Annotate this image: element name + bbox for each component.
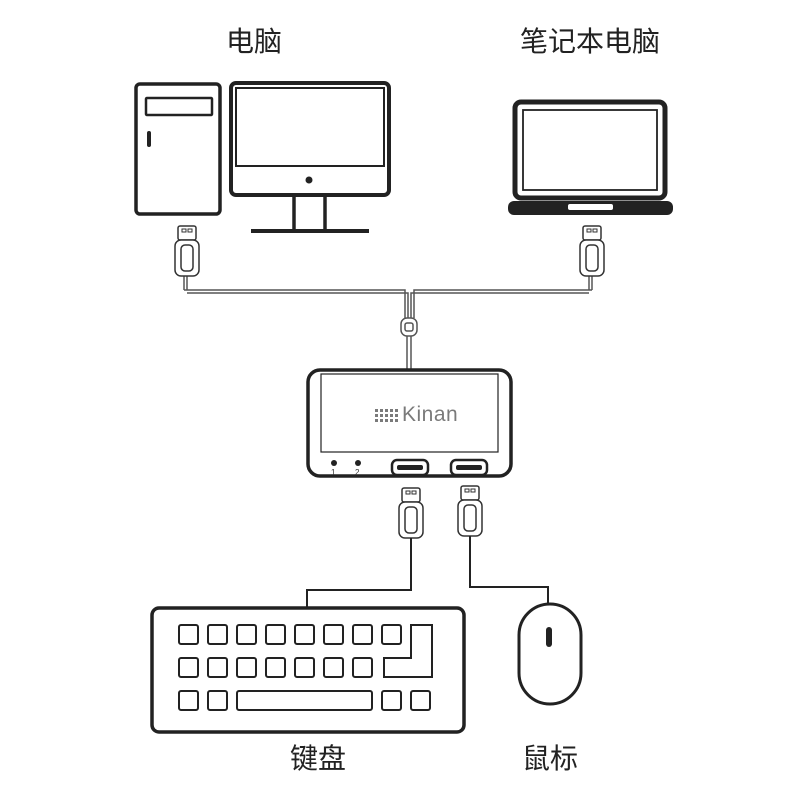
keyboard-label: 键盘 [290, 742, 347, 775]
usb-port-icon [390, 458, 430, 477]
port-2-led [355, 460, 361, 466]
usb-plug-icon [174, 225, 200, 277]
keyboard-icon [150, 606, 466, 734]
usb-plug-icon [579, 225, 605, 277]
desktop-label: 电脑 [226, 25, 283, 58]
laptop-label: 笔记本电脑 [520, 25, 661, 58]
brand-logo-icon [375, 409, 398, 422]
brand-name: Kinan [402, 403, 459, 426]
port-1-label: 1 [331, 468, 336, 477]
usb-port-icon [449, 458, 489, 477]
port-2-label: 2 [355, 468, 360, 477]
usb-plug-icon [398, 487, 424, 539]
desktop-tower-icon [134, 82, 222, 216]
mouse-label: 鼠标 [522, 742, 579, 775]
monitor-icon [229, 81, 391, 233]
kvm-switch-icon: 1 2 [306, 368, 513, 478]
peripheral-cables [306, 536, 549, 608]
cable-splitter-clip-icon [400, 317, 418, 337]
host-cables [183, 276, 593, 370]
port-1-led [331, 460, 337, 466]
laptop-icon [508, 99, 673, 215]
mouse-icon [517, 602, 583, 706]
usb-plug-icon [457, 485, 483, 537]
